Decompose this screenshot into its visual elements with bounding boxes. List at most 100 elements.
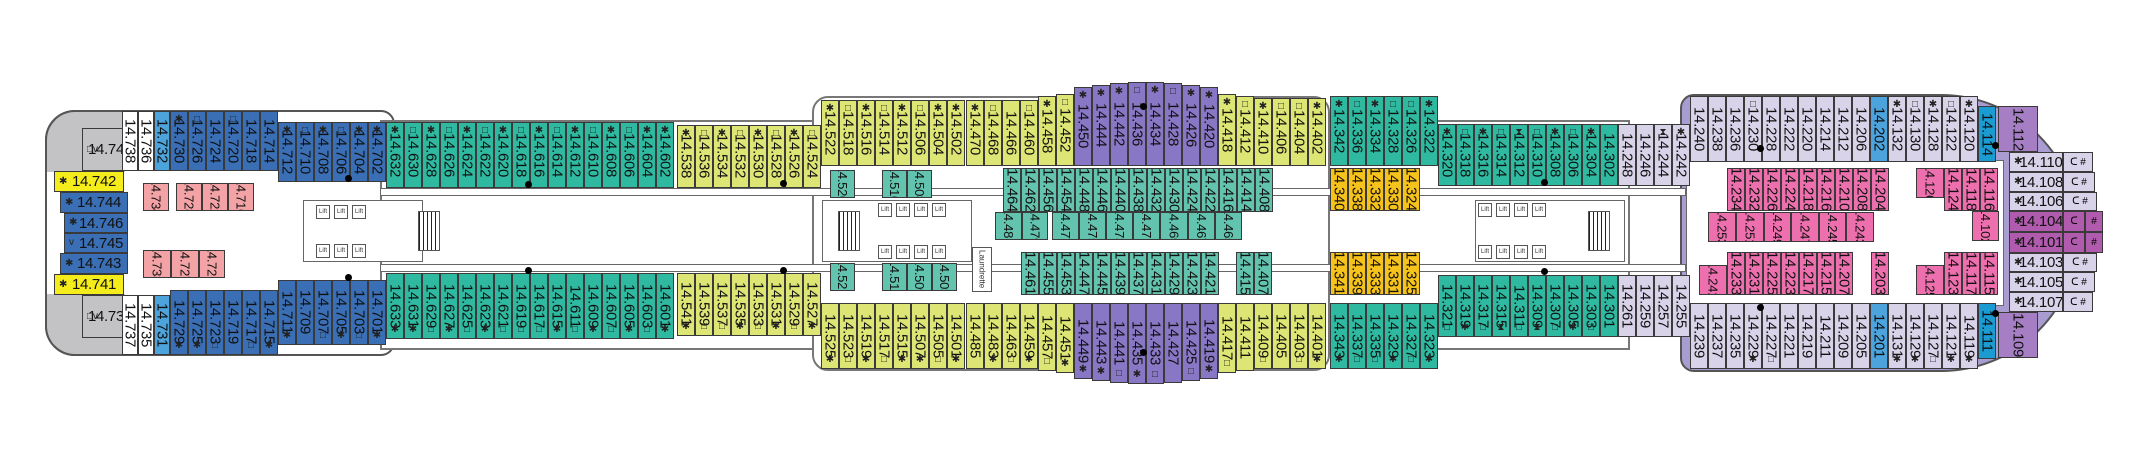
cabin-14-454[interactable]: 14.454 xyxy=(1057,168,1075,212)
cabin-14-414[interactable]: 14.414 xyxy=(1237,168,1255,212)
cabin-14-439[interactable]: 14.439 xyxy=(1111,252,1129,295)
cabin-14-443[interactable]: ✱14.443 xyxy=(1092,303,1110,381)
cabin-14-239[interactable]: 14.239 xyxy=(1690,303,1708,369)
cabin-14-101[interactable]: ✱14.101 xyxy=(2009,232,2063,253)
cabin-14-408[interactable]: 14.408 xyxy=(1255,168,1273,212)
cabin-14-620[interactable]: ✱14.620 xyxy=(494,122,512,188)
cabin-14-456[interactable]: 14.456 xyxy=(1039,168,1057,212)
cabin-14-304[interactable]: ✱14.304 xyxy=(1582,124,1600,186)
cabin-14-607[interactable]: □14.607 xyxy=(602,273,620,339)
cabin-14-318[interactable]: □14.318 xyxy=(1456,124,1474,186)
cabin-14-238[interactable]: 14.238 xyxy=(1708,96,1726,162)
cabin-14-203[interactable]: 14.203 xyxy=(1871,252,1889,295)
cabin-14-741[interactable]: ✱14.741 xyxy=(54,274,124,295)
cabin-14-466[interactable]: 14.466 xyxy=(1002,100,1020,166)
cabin-14-434[interactable]: ✱14.434 xyxy=(1146,82,1164,166)
cabin-14-206[interactable]: 14.206 xyxy=(1852,96,1870,162)
cabin-14-328[interactable]: □14.328 xyxy=(1384,96,1402,166)
cabin-14-343[interactable]: ✱14.343 xyxy=(1330,303,1348,369)
cabin-14-427[interactable]: 14.427 xyxy=(1164,303,1182,383)
cabin-14-314[interactable]: □14.314 xyxy=(1492,124,1510,186)
cabin-14-531[interactable]: ✱14.531 xyxy=(767,273,785,336)
cabin-14-322[interactable]: ✱14.322 xyxy=(1420,96,1438,166)
cabin-14-249[interactable]: 14.249 xyxy=(1764,212,1791,242)
cabin-14-334[interactable]: ✱14.334 xyxy=(1366,96,1384,166)
cabin-14-306[interactable]: □14.306 xyxy=(1564,124,1582,186)
cabin-14-323[interactable]: ✱14.323 xyxy=(1420,303,1438,369)
cabin-14-743[interactable]: ✱14.743 xyxy=(60,253,128,274)
cabin-14-510[interactable]: 14.510 xyxy=(882,170,907,198)
cabin-14-210[interactable]: 14.210 xyxy=(1835,168,1853,211)
cabin-14-416[interactable]: 14.416 xyxy=(1219,168,1237,212)
cabin-14-501[interactable]: ✱14.501 xyxy=(947,303,965,369)
cabin-14-516[interactable]: ✱14.516 xyxy=(857,100,875,166)
cabin-14-617[interactable]: □14.617 xyxy=(530,273,548,339)
cabin-14-429[interactable]: 14.429 xyxy=(1165,252,1183,295)
cabin-14-259[interactable]: 14.259 xyxy=(1636,275,1654,337)
cabin-14-204[interactable]: 14.204 xyxy=(1871,168,1889,211)
cabin-14-704[interactable]: ✱14.704 xyxy=(350,122,368,182)
cabin-14-452[interactable]: □14.452 xyxy=(1056,94,1074,166)
cabin-14-331[interactable]: 14.331 xyxy=(1384,252,1402,295)
cabin-14-247[interactable]: 14.247 xyxy=(1791,212,1819,242)
cabin-14-457[interactable]: □14.457 xyxy=(1038,303,1056,371)
cabin-14-435[interactable]: ✱14.435 xyxy=(1128,303,1146,384)
cabin-14-447[interactable]: 14.447 xyxy=(1075,252,1093,295)
cabin-14-537[interactable]: □14.537 xyxy=(713,273,731,336)
cabin-14-518[interactable]: □14.518 xyxy=(839,100,857,166)
cabin-14-532[interactable]: □14.532 xyxy=(731,125,749,188)
cabin-14-729[interactable]: ✱14.729 xyxy=(170,290,188,355)
cabin-14-255[interactable]: 14.255 xyxy=(1672,275,1690,337)
cabin-14-312[interactable]: ⧗14.312 xyxy=(1510,124,1528,186)
cabin-14-433[interactable]: □14.433 xyxy=(1146,303,1164,384)
cabin-14-245[interactable]: 14.245 xyxy=(1819,212,1846,242)
cabin-14-110[interactable]: ✱14.110 xyxy=(2009,152,2063,172)
cabin-14-714[interactable]: 14.714 xyxy=(260,111,278,171)
cabin-14-117[interactable]: 14.117 xyxy=(1962,252,1980,295)
cabin-14-316[interactable]: ✱14.316 xyxy=(1474,124,1492,186)
cabin-14-467[interactable]: 14.467 xyxy=(1188,212,1215,240)
cabin-14-208[interactable]: 14.208 xyxy=(1853,168,1871,211)
cabin-14-628[interactable]: ✱14.628 xyxy=(422,122,440,188)
cabin-14-622[interactable]: □14.622 xyxy=(476,122,494,188)
cabin-14-718[interactable]: 14.718 xyxy=(242,111,260,171)
cabin-14-228[interactable]: 14.228 xyxy=(1762,96,1780,162)
cabin-14-442[interactable]: ✱14.442 xyxy=(1110,83,1128,166)
cabin-14-508[interactable]: 14.508 xyxy=(907,170,932,198)
cabin-14-108[interactable]: ✱14.108 xyxy=(2009,172,2063,192)
cabin-14-209[interactable]: 14.209 xyxy=(1834,303,1852,369)
cabin-14-517[interactable]: □14.517 xyxy=(875,303,893,369)
cabin-14-425[interactable]: □14.425 xyxy=(1182,303,1200,381)
cabin-14-736[interactable]: 14.736 xyxy=(138,111,154,171)
cabin-14-201[interactable]: 14.201 xyxy=(1870,303,1888,369)
cabin-14-530[interactable]: ✱14.530 xyxy=(749,125,767,188)
cabin-14-469[interactable]: 14.469 xyxy=(1160,212,1188,240)
cabin-14-606[interactable]: □14.606 xyxy=(620,122,638,188)
cabin-14-226[interactable]: 14.226 xyxy=(1763,168,1781,211)
cabin-14-730[interactable]: ✱14.730 xyxy=(170,111,188,171)
cabin-14-485[interactable]: 14.485 xyxy=(966,303,984,369)
cabin-14-630[interactable]: □14.630 xyxy=(404,122,422,188)
cabin-14-335[interactable]: □14.335 xyxy=(1366,303,1384,369)
cabin-14-524[interactable]: □14.524 xyxy=(803,125,821,188)
cabin-14-325[interactable]: 14.325 xyxy=(1402,252,1420,295)
cabin-14-515[interactable]: ✱14.515 xyxy=(893,303,911,369)
cabin-14-451[interactable]: ✱14.451 xyxy=(1056,303,1074,373)
cabin-14-471[interactable]: 14.471 xyxy=(1133,212,1160,240)
cabin-14-236[interactable]: 14.236 xyxy=(1726,96,1744,162)
cabin-14-109[interactable]: 14.109 xyxy=(1998,312,2038,358)
cabin-14-337[interactable]: □14.337 xyxy=(1348,303,1366,369)
cabin-14-737[interactable]: 14.737 xyxy=(122,295,138,355)
cabin-14-448[interactable]: 14.448 xyxy=(1075,168,1093,212)
cabin-14-411[interactable]: 14.411 xyxy=(1236,303,1254,371)
cabin-14-438[interactable]: 14.438 xyxy=(1129,168,1147,212)
cabin-14-722[interactable]: 14.722 xyxy=(202,183,228,211)
cabin-14-338[interactable]: 14.338 xyxy=(1348,168,1366,211)
cabin-14-237[interactable]: 14.237 xyxy=(1708,303,1726,369)
cabin-14-614[interactable]: □14.614 xyxy=(548,122,566,188)
cabin-14-462[interactable]: 14.462 xyxy=(1021,168,1039,212)
cabin-14-308[interactable]: ✱14.308 xyxy=(1546,124,1564,186)
cabin-14-534[interactable]: ✱14.534 xyxy=(713,125,731,188)
cabin-14-477[interactable]: 14.477 xyxy=(1052,212,1079,240)
